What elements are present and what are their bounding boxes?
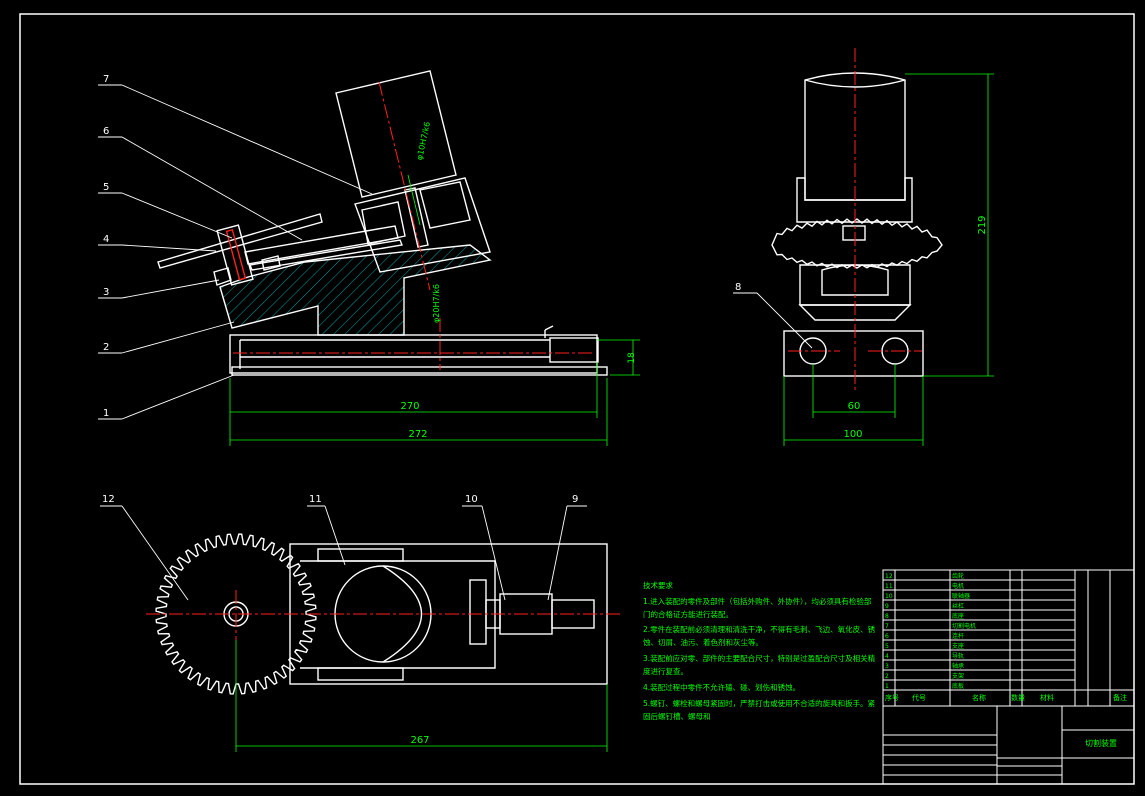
svg-text:2.零件在装配前必须清理和清洗干净，不得有毛刺、飞边、氧化皮: 2.零件在装配前必须清理和清洗干净，不得有毛刺、飞边、氧化皮、锈 [643, 624, 876, 634]
dim-267: 267 [410, 735, 429, 746]
side-dimensions [783, 73, 994, 446]
callout-10: 10 [465, 494, 478, 505]
side-motor [804, 72, 906, 201]
dim-270: 270 [400, 401, 419, 412]
side-gear-teeth [771, 218, 943, 269]
tb-row-number: 3 [885, 663, 889, 670]
svg-text:固后螺钉槽、螺母和: 固后螺钉槽、螺母和 [643, 711, 711, 721]
tb-row-name: 连杆 [952, 632, 964, 640]
notes-title: 技术要求 [643, 580, 673, 590]
callout-7: 7 [103, 74, 109, 85]
tb-row-name: 切割电机 [952, 622, 976, 630]
tb-row-number: 9 [885, 603, 889, 610]
callout-9: 9 [572, 494, 578, 505]
tb-row-number: 12 [885, 573, 893, 580]
front-dimensions [229, 174, 640, 446]
svg-text:度进行复查。: 度进行复查。 [643, 666, 688, 676]
svg-text:蚀、切屑、油污、着色剂和灰尘等。: 蚀、切屑、油污、着色剂和灰尘等。 [643, 637, 763, 647]
dim-272: 272 [408, 429, 427, 440]
callout-1: 1 [103, 408, 109, 419]
front-callouts [98, 84, 373, 420]
callout-2: 2 [103, 342, 109, 353]
svg-text:1.进入装配的零件及部件（包括外购件、外协件），均必须具有检: 1.进入装配的零件及部件（包括外购件、外协件），均必须具有检验部 [643, 596, 872, 606]
callout-3: 3 [103, 287, 109, 298]
lever [157, 213, 323, 269]
base-plate-flange [231, 366, 608, 376]
tb-row-number: 2 [885, 673, 889, 680]
dim-bore-mid: φ20H7/k6 [432, 284, 441, 323]
tb-row-number: 1 [885, 683, 889, 690]
svg-text:3.装配前应对零、部件的主要配合尺寸，特别是过盈配合尺寸及相: 3.装配前应对零、部件的主要配合尺寸，特别是过盈配合尺寸及相关精 [643, 653, 876, 663]
tb-row-name: 导轨 [952, 652, 964, 660]
callout-12: 12 [102, 494, 115, 505]
support-bracket [219, 244, 492, 336]
cutting-motor [335, 70, 457, 198]
side-view [771, 72, 943, 377]
tb-row-number: 5 [885, 643, 889, 650]
tb-row-name: 电机 [952, 582, 964, 590]
svg-text:门的合格证方能进行装配。: 门的合格证方能进行装配。 [643, 609, 733, 619]
tb-row-name: 支座 [952, 642, 964, 650]
tb-seq-header: 序号 [885, 693, 899, 702]
top-dimensions [235, 640, 608, 752]
tb-drawing-name: 切割装置 [1085, 738, 1117, 748]
tb-row-number: 4 [885, 653, 889, 660]
tb-row-number: 7 [885, 623, 889, 630]
tb-row-name: 底板 [952, 682, 964, 690]
tb-material-header: 材料 [1040, 693, 1054, 702]
tb-row-name: 支架 [952, 672, 964, 680]
tb-row-number: 10 [885, 593, 893, 600]
callout-8: 8 [735, 282, 741, 293]
tb-row-name: 底座 [952, 612, 964, 620]
title-block-rows: 12 齿轮 11 电机 10 联轴器 9 丝杠 8 底座 7 切割电机 6 连杆 5 支座 4 导轨 3 轴承 2 支架 1… [885, 572, 976, 690]
callout-5: 5 [103, 182, 109, 193]
dim-219: 219 [977, 215, 988, 234]
pivot-block [216, 224, 254, 286]
dim-100: 100 [843, 429, 862, 440]
callout-6: 6 [103, 126, 109, 137]
tb-row-number: 8 [885, 613, 889, 620]
tb-remark-header: 备注 [1113, 693, 1127, 702]
tb-code-header: 代号 [912, 693, 926, 702]
tb-row-name: 联轴器 [952, 592, 970, 600]
tb-row-name: 丝杠 [952, 602, 964, 610]
tb-row-name: 齿轮 [952, 572, 964, 580]
tb-row-number: 11 [885, 583, 893, 590]
dim-60: 60 [848, 401, 861, 412]
technical-notes: 技术要求 1.进入装配的零件及部件（包括外购件、外协件），均必须具有检验部 门的… [643, 580, 876, 721]
tb-qty-header: 数量 [1011, 693, 1025, 702]
drawing-border [19, 13, 1135, 785]
tb-row-name: 轴承 [952, 662, 964, 670]
base-plate [229, 334, 598, 374]
front-view [157, 70, 608, 376]
motor-mount [354, 177, 491, 273]
callout-4: 4 [103, 234, 109, 245]
title-block [882, 569, 1135, 785]
svg-text:4.装配过程中零件不允许磕、碰、划伤和锈蚀。: 4.装配过程中零件不允许磕、碰、划伤和锈蚀。 [643, 682, 800, 692]
tb-name-header: 名称 [972, 693, 986, 702]
side-base [783, 330, 924, 377]
svg-text:5.螺钉、螺栓和螺母紧固时，严禁打击或使用不合适的旋具和扳手: 5.螺钉、螺栓和螺母紧固时，严禁打击或使用不合适的旋具和扳手。紧 [643, 698, 876, 708]
side-gear [771, 218, 943, 269]
tb-row-number: 6 [885, 633, 889, 640]
dim-18: 18 [627, 352, 637, 364]
callout-11: 11 [309, 494, 322, 505]
